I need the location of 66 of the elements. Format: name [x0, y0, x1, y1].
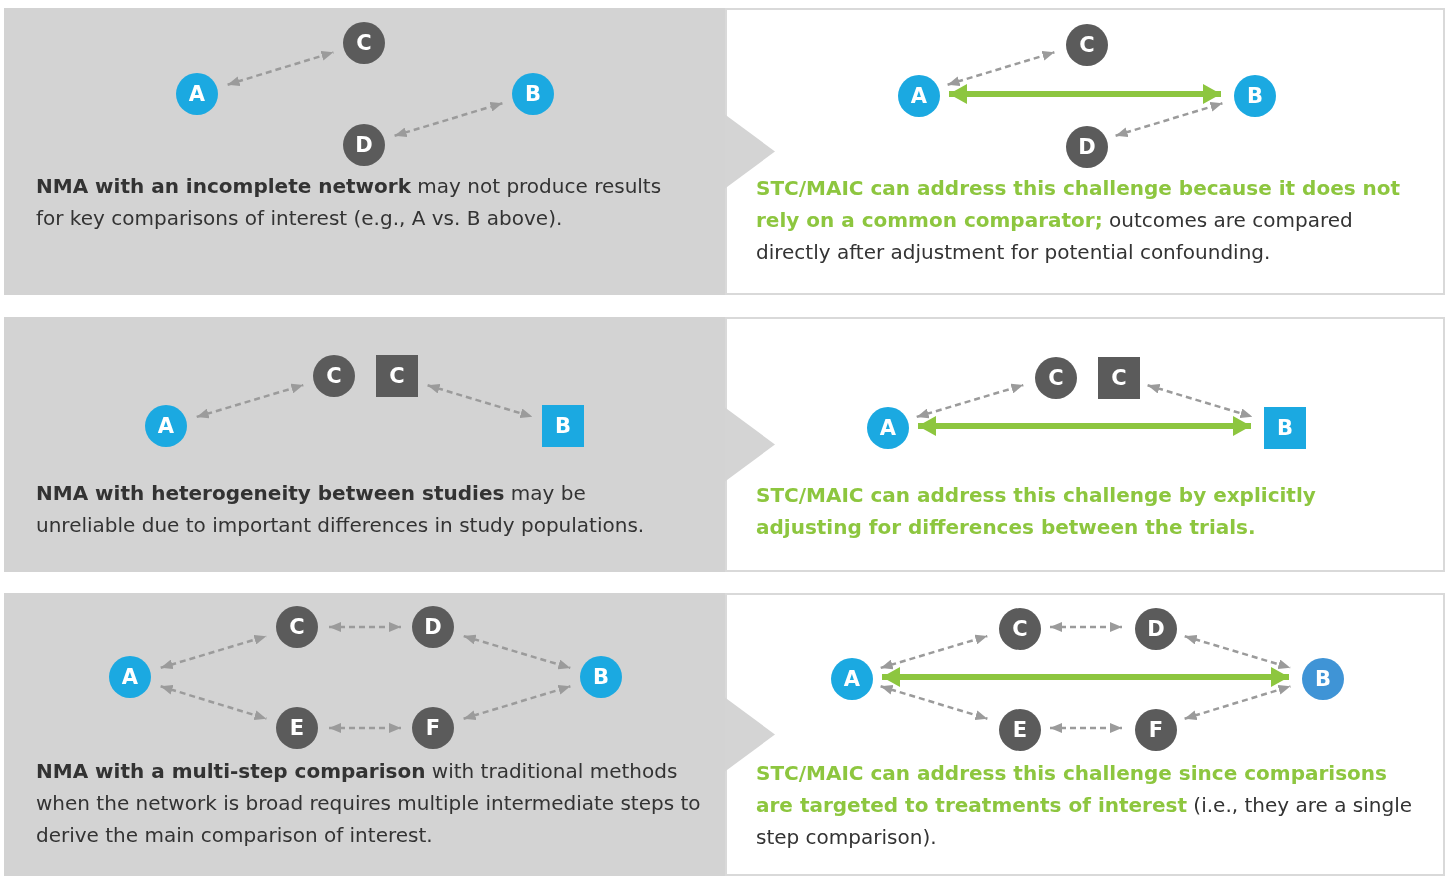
- panel: [4, 317, 725, 572]
- chevron-arrow: [725, 114, 775, 189]
- treatment-square: B: [542, 405, 584, 447]
- arrow: [1184, 685, 1291, 720]
- arrow: [916, 383, 1024, 419]
- arrow: [1184, 634, 1291, 670]
- arrow: [463, 685, 571, 720]
- treatment-circle: A: [867, 407, 909, 449]
- treatment-circle: E: [999, 709, 1041, 751]
- panel: [4, 593, 725, 876]
- treatment-circle: B: [512, 73, 554, 115]
- treatment-circle: C: [999, 608, 1041, 650]
- treatment-circle: A: [898, 75, 940, 117]
- treatment-circle: C: [343, 22, 385, 64]
- arrow: [882, 667, 1289, 687]
- arrow: [947, 51, 1055, 86]
- arrow: [1050, 622, 1122, 632]
- chevron-arrow: [725, 697, 775, 772]
- panel: [725, 317, 1445, 572]
- description-text: STC/MAIC can address this challenge by explicitly adjusting for differences between the trials.: [756, 482, 1317, 541]
- treatment-circle: A: [831, 658, 873, 700]
- arrow: [329, 723, 401, 733]
- panel: [725, 593, 1445, 876]
- arrow: [463, 634, 571, 670]
- treatment-square: B: [1264, 407, 1306, 449]
- treatment-circle: D: [412, 606, 454, 648]
- treatment-circle: C: [1066, 24, 1108, 66]
- description-text: NMA with an incomplete network may not produce results for key comparisons of interest (e.g., A vs. B above).: [36, 173, 663, 232]
- description-text: STC/MAIC can address this challenge since comparisons are targeted to treatments of interest (i.e., they are a single step comparison).: [756, 760, 1413, 851]
- treatment-circle: E: [276, 707, 318, 749]
- arrow: [394, 101, 503, 138]
- arrow: [918, 416, 1251, 436]
- panel: [4, 8, 725, 295]
- treatment-circle: F: [412, 707, 454, 749]
- treatment-circle: D: [1066, 126, 1108, 168]
- arrow: [949, 84, 1221, 104]
- treatment-circle: B: [580, 656, 622, 698]
- arrow: [427, 383, 533, 419]
- treatment-circle: A: [176, 73, 218, 115]
- treatment-circle: A: [109, 656, 151, 698]
- treatment-circle: F: [1135, 709, 1177, 751]
- treatment-circle: C: [276, 606, 318, 648]
- arrow: [1050, 723, 1122, 733]
- treatment-circle: D: [1135, 608, 1177, 650]
- arrow: [1115, 102, 1223, 137]
- treatment-circle: B: [1234, 75, 1276, 117]
- arrow: [160, 634, 267, 670]
- treatment-circle: C: [313, 355, 355, 397]
- arrow: [329, 622, 401, 632]
- treatment-circle: B: [1302, 658, 1344, 700]
- arrow: [196, 383, 304, 419]
- arrow: [227, 51, 334, 86]
- arrow: [1147, 383, 1253, 419]
- arrow: [160, 685, 267, 720]
- description-text: STC/MAIC can address this challenge because it does not rely on a common comparator; outcomes are compared directly after adjustment for potential confounding.: [756, 175, 1402, 266]
- description-text: NMA with a multi-step comparison with traditional methods when the network is broad requires multiple intermediate steps to derive the main comparison of interest.: [36, 758, 702, 849]
- treatment-circle: C: [1035, 357, 1077, 399]
- arrow: [880, 634, 988, 670]
- arrow: [880, 685, 988, 720]
- treatment-circle: D: [343, 124, 385, 166]
- treatment-square: C: [1098, 357, 1140, 399]
- panel: [725, 8, 1445, 295]
- description-text: NMA with heterogeneity between studies may be unreliable due to important differences in study populations.: [36, 480, 646, 539]
- treatment-square: C: [376, 355, 418, 397]
- chevron-arrow: [725, 407, 775, 482]
- treatment-circle: A: [145, 405, 187, 447]
